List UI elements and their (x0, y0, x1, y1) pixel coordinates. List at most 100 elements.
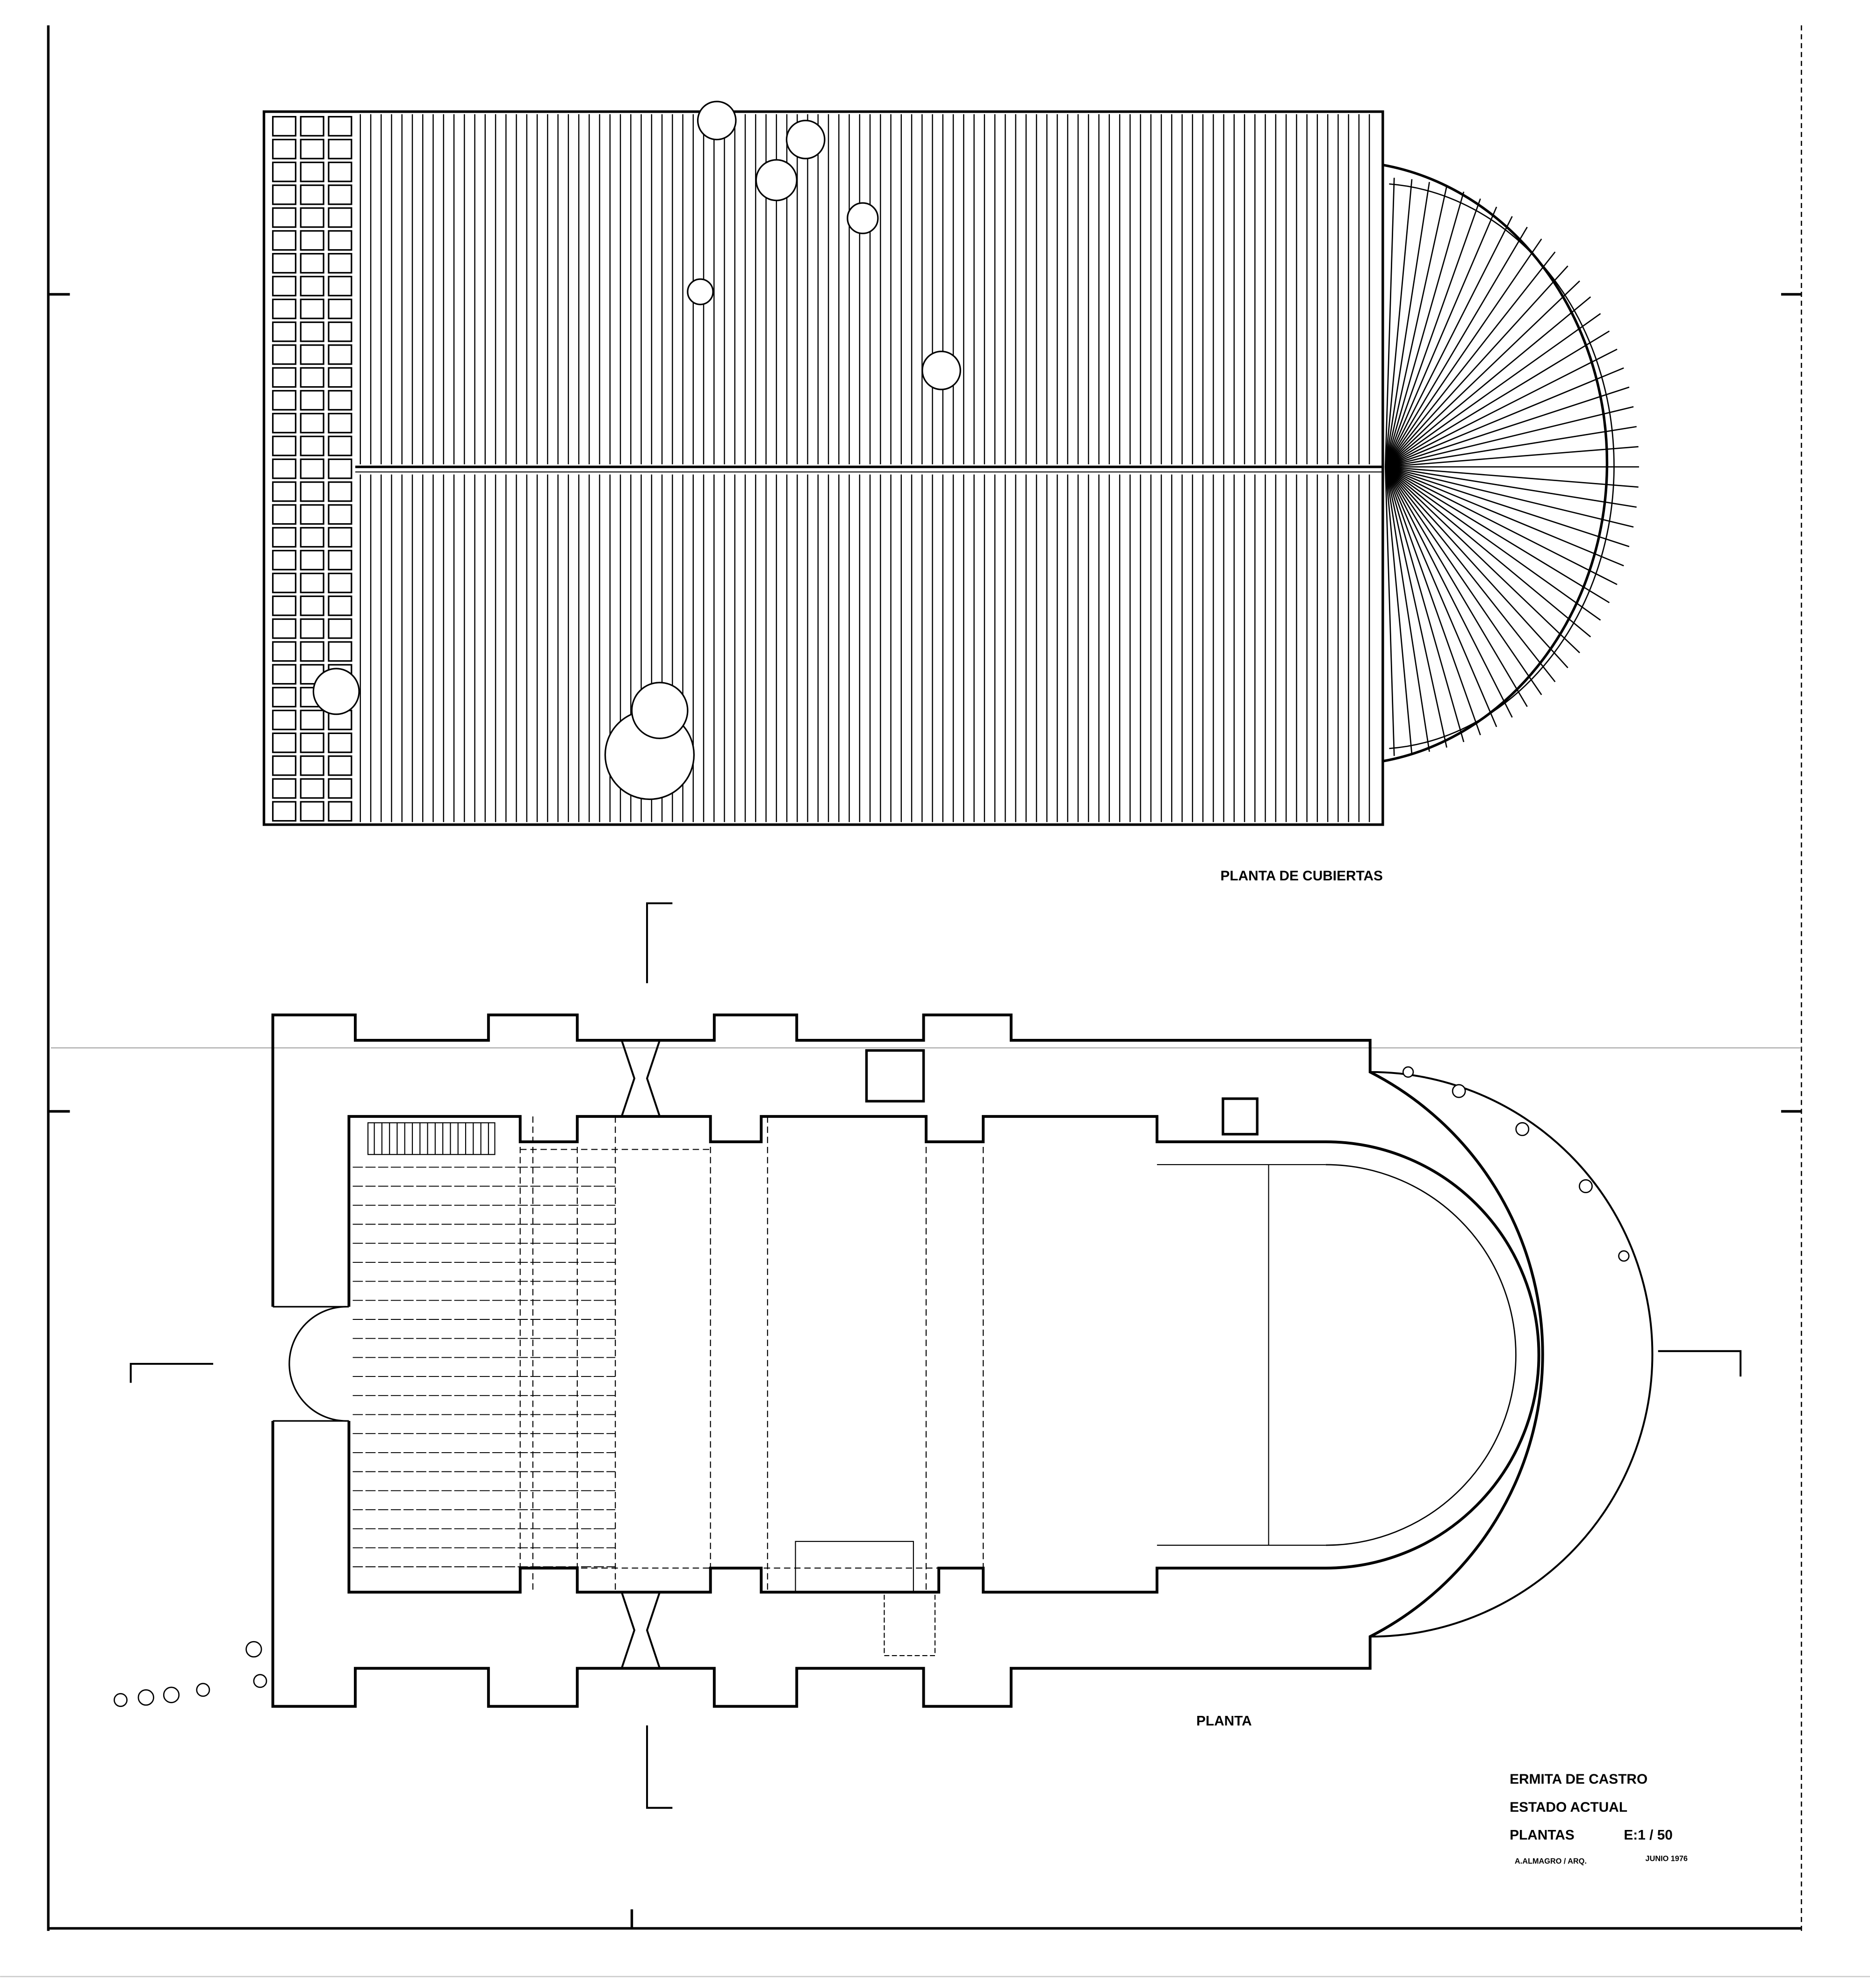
stone-block (272, 618, 297, 639)
stone-block (272, 435, 297, 456)
stone-block (328, 550, 352, 570)
hidden-lines (519, 1116, 984, 1592)
apse-rafter (1385, 367, 1624, 468)
section-markers (129, 902, 1742, 1809)
floor-plan-label: PLANTA (1196, 1713, 1252, 1729)
stone-block (328, 641, 352, 662)
stone-block (328, 778, 352, 799)
stone-block (300, 504, 324, 525)
apse-rafter (1385, 226, 1528, 468)
stone-block (300, 481, 324, 502)
stone-block (272, 572, 297, 593)
apse-rafter (1384, 179, 1413, 467)
title-date: JUNIO 1976 (1646, 1855, 1688, 1863)
stone-block (328, 275, 352, 296)
apse-rafter (1385, 467, 1481, 735)
apse-rafter (1385, 313, 1601, 468)
stone-block (300, 709, 324, 730)
apse-rafter (1385, 466, 1568, 669)
stone-block (272, 184, 297, 205)
roof-plan-label: PLANTA DE CUBIERTAS (1221, 868, 1383, 884)
stone-block (328, 572, 352, 593)
stone-block (272, 709, 297, 730)
stone-block (272, 687, 297, 708)
apse-rafter (1385, 466, 1624, 567)
stone-block (300, 275, 324, 296)
stone-block (272, 527, 297, 548)
stone-block (272, 550, 297, 570)
stone-block (328, 504, 352, 525)
apse-rafter (1385, 466, 1637, 508)
apse-rafter (1385, 466, 1634, 528)
apse-rafter (1385, 265, 1568, 468)
apse-rafter (1384, 467, 1413, 755)
stone-block (328, 732, 352, 753)
stone-block (272, 504, 297, 525)
stone-block (300, 618, 324, 639)
stone-block (300, 755, 324, 776)
stone-block (272, 732, 297, 753)
stone-block (328, 367, 352, 388)
stone-block (272, 321, 297, 342)
apse-rafter (1385, 330, 1610, 468)
sheet-frame (0, 25, 1870, 1977)
stone-block (300, 801, 324, 822)
apse-rafter (1385, 446, 1639, 468)
stone-block (300, 321, 324, 342)
stone-block (272, 161, 297, 182)
stone-block (272, 275, 297, 296)
stone-block (272, 344, 297, 365)
stone-block (272, 595, 297, 616)
stone-block (328, 458, 352, 479)
stone-block (300, 344, 324, 365)
apse-rafter (1385, 238, 1542, 468)
stone-block (300, 435, 324, 456)
arch-buttresses (620, 1040, 662, 1670)
stone-block (328, 344, 352, 365)
stone-block (300, 778, 324, 799)
apse-rafter (1385, 216, 1513, 468)
stone-block (300, 184, 324, 205)
stone-block (328, 481, 352, 502)
stone-block (300, 595, 324, 616)
stone-block (328, 435, 352, 456)
stone-block (328, 298, 352, 319)
apse-rafter (1385, 466, 1618, 585)
apse-rafter (1385, 467, 1497, 727)
stone-block (272, 755, 297, 776)
stone-block (272, 253, 297, 274)
apse-rafter (1385, 426, 1637, 468)
stone-block (328, 161, 352, 182)
apse-rafter (1384, 186, 1447, 467)
stone-block (328, 801, 352, 822)
stone-block (328, 253, 352, 274)
stone-block (328, 116, 352, 137)
stone-block (272, 412, 297, 433)
stone-block (328, 595, 352, 616)
stone-block (272, 664, 297, 685)
title-sheet: PLANTAS (1510, 1828, 1575, 1843)
apse-rafter (1385, 296, 1591, 468)
title-scale: E:1 / 50 (1624, 1828, 1672, 1843)
apse-rafter (1385, 280, 1580, 468)
apse-rafter (1384, 467, 1465, 742)
stone-block (300, 550, 324, 570)
stone-block (272, 778, 297, 799)
title-author: A.ALMAGRO / ARQ. (1515, 1857, 1587, 1866)
stone-block (300, 390, 324, 411)
stone-wall (272, 116, 352, 822)
apse-rafter (1384, 178, 1395, 467)
apse-rafter (1385, 466, 1639, 488)
stone-block (328, 230, 352, 251)
stone-block (272, 230, 297, 251)
stone-block (272, 367, 297, 388)
apse-rafter (1385, 466, 1556, 683)
stone-block (272, 801, 297, 822)
stone-block (300, 253, 324, 274)
stone-block (300, 138, 324, 159)
apse-rafter (1385, 466, 1591, 638)
stone-block (300, 230, 324, 251)
apse-rafter (1385, 466, 1630, 547)
stone-block (328, 618, 352, 639)
